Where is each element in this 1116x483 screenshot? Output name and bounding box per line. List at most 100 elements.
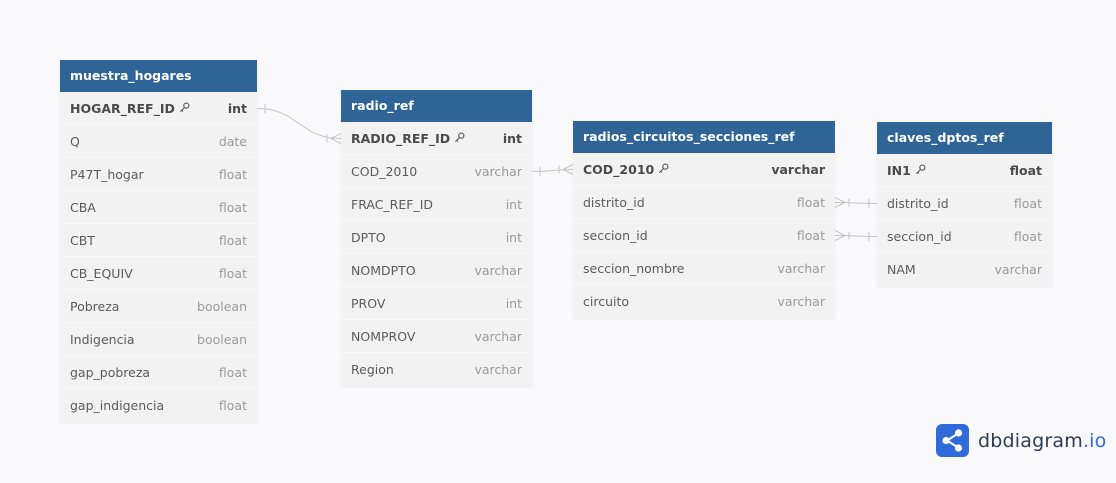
column-type: varchar bbox=[474, 328, 522, 344]
column-type: int bbox=[227, 100, 247, 116]
column-name-text: Pobreza bbox=[70, 298, 120, 314]
column-row[interactable]: circuito varchar bbox=[573, 285, 835, 318]
column-name: gap_pobreza bbox=[70, 365, 150, 380]
relationship-line[interactable] bbox=[834, 202, 878, 204]
column-row[interactable]: seccion_nombre varchar bbox=[573, 252, 835, 285]
column-name: NOMPROV bbox=[351, 329, 415, 344]
column-name: NAM bbox=[887, 262, 916, 277]
column-row[interactable]: NAM varchar bbox=[877, 253, 1052, 286]
column-row[interactable]: COD_2010 varchar bbox=[573, 153, 835, 186]
column-name-text: circuito bbox=[583, 294, 630, 309]
column-name: seccion_id bbox=[583, 228, 648, 243]
column-type: float bbox=[1013, 228, 1042, 244]
column-row[interactable]: NOMPROV varchar bbox=[341, 320, 532, 353]
key-icon bbox=[911, 163, 926, 178]
column-type: varchar bbox=[777, 294, 825, 309]
column-name-text: FRAC_REF_ID bbox=[351, 196, 434, 212]
column-name-text: COD_2010 bbox=[583, 161, 655, 177]
column-name: CBA bbox=[70, 200, 96, 215]
column-name-text: seccion_nombre bbox=[583, 260, 685, 276]
column-name: seccion_id bbox=[887, 229, 952, 244]
column-row[interactable]: P47T_hogar float bbox=[60, 158, 257, 191]
column-name: FRAC_REF_ID bbox=[351, 197, 433, 212]
key-icon bbox=[175, 101, 190, 116]
column-type: varchar bbox=[474, 163, 522, 179]
column-name-text: IN1 bbox=[887, 162, 911, 178]
column-type: float bbox=[1009, 162, 1042, 178]
table-header[interactable]: muestra_hogares bbox=[60, 60, 257, 92]
column-row[interactable]: HOGAR_REF_ID int bbox=[60, 92, 257, 125]
brand-suffix: .io bbox=[1082, 429, 1107, 452]
column-type: int bbox=[502, 130, 522, 146]
column-type: varchar bbox=[474, 362, 522, 377]
column-name-text: HOGAR_REF_ID bbox=[70, 100, 175, 116]
table-header[interactable]: claves_dptos_ref bbox=[877, 122, 1052, 154]
column-type: float bbox=[218, 199, 247, 215]
share-network-icon bbox=[936, 424, 969, 457]
relationship-line[interactable] bbox=[834, 235, 878, 237]
column-type: int bbox=[505, 229, 522, 245]
table-header[interactable]: radios_circuitos_secciones_ref bbox=[573, 121, 835, 153]
column-type: float bbox=[796, 227, 825, 243]
column-type: date bbox=[218, 133, 247, 149]
column-name: gap_indigencia bbox=[70, 398, 164, 413]
column-row[interactable]: gap_pobreza float bbox=[60, 356, 257, 389]
column-row[interactable]: DPTO int bbox=[341, 221, 532, 254]
column-type: varchar bbox=[777, 260, 825, 276]
column-name-text: DPTO bbox=[351, 229, 386, 245]
column-name: distrito_id bbox=[887, 196, 949, 211]
column-row[interactable]: CBA float bbox=[60, 191, 257, 224]
brand-name: dbdiagram.io bbox=[978, 429, 1107, 452]
column-type: int bbox=[505, 196, 522, 212]
column-type: boolean bbox=[197, 331, 247, 347]
column-name-text: distrito_id bbox=[887, 195, 949, 211]
column-name: RADIO_REF_ID bbox=[351, 131, 465, 146]
column-row[interactable]: RADIO_REF_ID int bbox=[341, 122, 532, 155]
column-row[interactable]: IN1 float bbox=[877, 154, 1052, 187]
key-icon bbox=[450, 131, 465, 146]
column-name: NOMDPTO bbox=[351, 263, 416, 278]
column-type: float bbox=[218, 265, 247, 281]
column-type: float bbox=[218, 166, 247, 182]
column-name: seccion_nombre bbox=[583, 261, 684, 276]
column-name-text: CBA bbox=[70, 199, 96, 215]
brand-logo[interactable]: dbdiagram.io bbox=[936, 424, 1106, 457]
relationship-line[interactable] bbox=[531, 169, 574, 172]
column-name-text: PROV bbox=[351, 295, 386, 311]
column-name-text: NOMPROV bbox=[351, 328, 416, 344]
column-name: CBT bbox=[70, 233, 95, 248]
column-type: varchar bbox=[771, 161, 825, 177]
column-type: int bbox=[505, 295, 522, 311]
column-row[interactable]: Region varchar bbox=[341, 353, 532, 386]
column-name-text: CBT bbox=[70, 232, 95, 248]
column-row[interactable]: FRAC_REF_ID int bbox=[341, 188, 532, 221]
column-row[interactable]: seccion_id float bbox=[877, 220, 1052, 253]
column-row[interactable]: PROV int bbox=[341, 287, 532, 320]
column-name-text: NAM bbox=[887, 262, 916, 277]
column-type: varchar bbox=[994, 262, 1042, 277]
table-header[interactable]: radio_ref bbox=[341, 90, 532, 122]
column-name-text: gap_pobreza bbox=[70, 364, 151, 380]
key-icon bbox=[654, 162, 669, 177]
column-name: P47T_hogar bbox=[70, 167, 144, 182]
column-type: float bbox=[218, 364, 247, 380]
column-name: HOGAR_REF_ID bbox=[70, 101, 190, 116]
column-name: Region bbox=[351, 362, 394, 377]
relationship-line[interactable] bbox=[256, 108, 342, 139]
column-row[interactable]: seccion_id float bbox=[573, 219, 835, 252]
